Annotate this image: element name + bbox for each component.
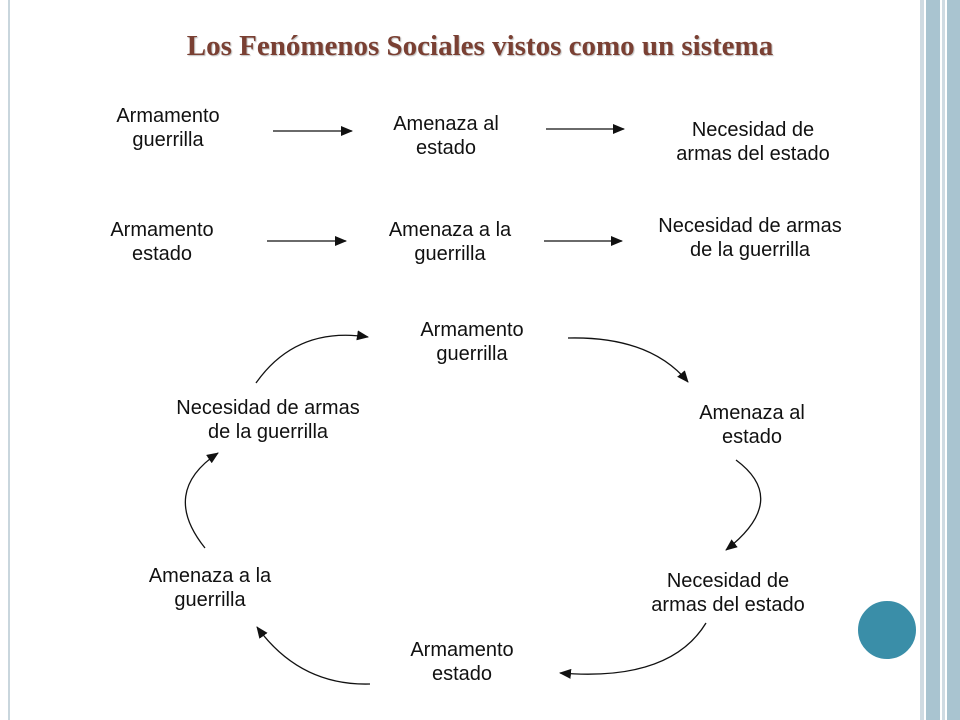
cycle-arrow-4 bbox=[256, 626, 371, 685]
slide-title: Los Fenómenos Sociales vistos como un si… bbox=[186, 30, 774, 62]
left-border bbox=[8, 0, 10, 720]
cycle-arrow-6 bbox=[255, 330, 369, 384]
cycle-arrow-1 bbox=[567, 337, 689, 383]
decorative-circle bbox=[856, 599, 918, 661]
cycle-arrow-5 bbox=[184, 452, 219, 549]
cycle-arrow-3 bbox=[559, 622, 707, 679]
right-decorative-band bbox=[920, 0, 960, 720]
cycle-arrow-2 bbox=[725, 459, 762, 551]
